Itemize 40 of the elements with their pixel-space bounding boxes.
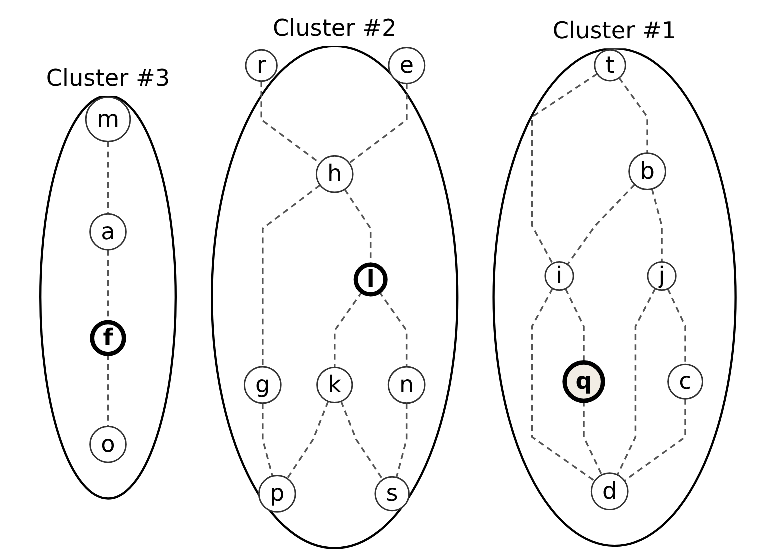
node-circle: d xyxy=(590,472,629,511)
node-circle: f xyxy=(90,320,126,356)
node-circle: q xyxy=(562,360,606,404)
connector xyxy=(582,401,603,476)
connector xyxy=(286,401,330,480)
node-circle: o xyxy=(89,426,127,464)
connector xyxy=(378,291,408,367)
connector xyxy=(651,188,663,262)
connector xyxy=(396,403,408,478)
node-circle: s xyxy=(374,476,410,512)
connector xyxy=(340,401,384,480)
node-circle: h xyxy=(316,155,354,194)
node-circle: p xyxy=(258,475,296,513)
node-circle: g xyxy=(244,366,282,404)
node-circle: i xyxy=(544,261,574,292)
connector xyxy=(624,399,686,482)
connector xyxy=(262,184,321,367)
node-circle: r xyxy=(245,49,278,82)
connector xyxy=(564,288,585,363)
node-circle: a xyxy=(89,213,127,251)
connector xyxy=(531,288,596,482)
connector xyxy=(348,84,408,164)
connector xyxy=(334,291,363,368)
connector xyxy=(107,142,109,214)
node-circle: t xyxy=(594,49,626,82)
node-circle: c xyxy=(667,364,704,400)
node-circle: b xyxy=(628,152,666,190)
node-circle: k xyxy=(316,366,353,404)
connector xyxy=(616,288,656,476)
node-circle: m xyxy=(85,96,131,142)
connector xyxy=(566,184,636,266)
connector xyxy=(262,403,274,477)
node-circle: l xyxy=(354,262,388,297)
connector xyxy=(107,354,109,427)
connector xyxy=(667,288,686,365)
node-circle: e xyxy=(388,47,426,84)
node-circle: n xyxy=(388,366,426,404)
connector xyxy=(531,73,598,264)
node-circle: j xyxy=(647,261,677,292)
connector xyxy=(618,78,648,154)
